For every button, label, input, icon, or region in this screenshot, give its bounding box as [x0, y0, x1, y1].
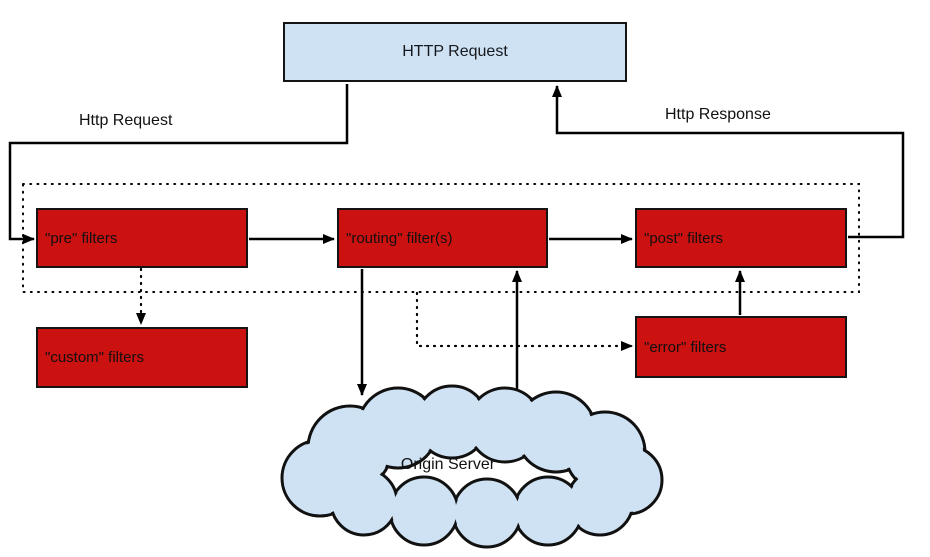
- custom-filters-box: "custom" filters: [36, 327, 248, 388]
- http-request-label: HTTP Request: [402, 43, 508, 60]
- error-filters-label: "error" filters: [644, 338, 727, 356]
- pre-filters-label: "pre" filters: [45, 229, 118, 247]
- origin-server-label: Origin Server: [400, 456, 496, 473]
- routing-filters-label: "routing" filter(s): [346, 229, 453, 247]
- post-filters-label: "post" filters: [644, 229, 724, 247]
- http-request-box: HTTP Request: [283, 22, 627, 82]
- error-filters-box: "error" filters: [635, 316, 847, 378]
- edge-container-to-error-dotted: [415, 291, 634, 351]
- post-filters-box: "post" filters: [635, 208, 847, 268]
- http-response-edge-label: Http Response: [665, 106, 771, 123]
- pre-filters-box: "pre" filters: [36, 208, 248, 268]
- custom-filters-label: "custom" filters: [45, 349, 145, 366]
- routing-filters-box: "routing" filter(s): [337, 208, 548, 268]
- http-request-edge-label: Http Request: [79, 112, 173, 129]
